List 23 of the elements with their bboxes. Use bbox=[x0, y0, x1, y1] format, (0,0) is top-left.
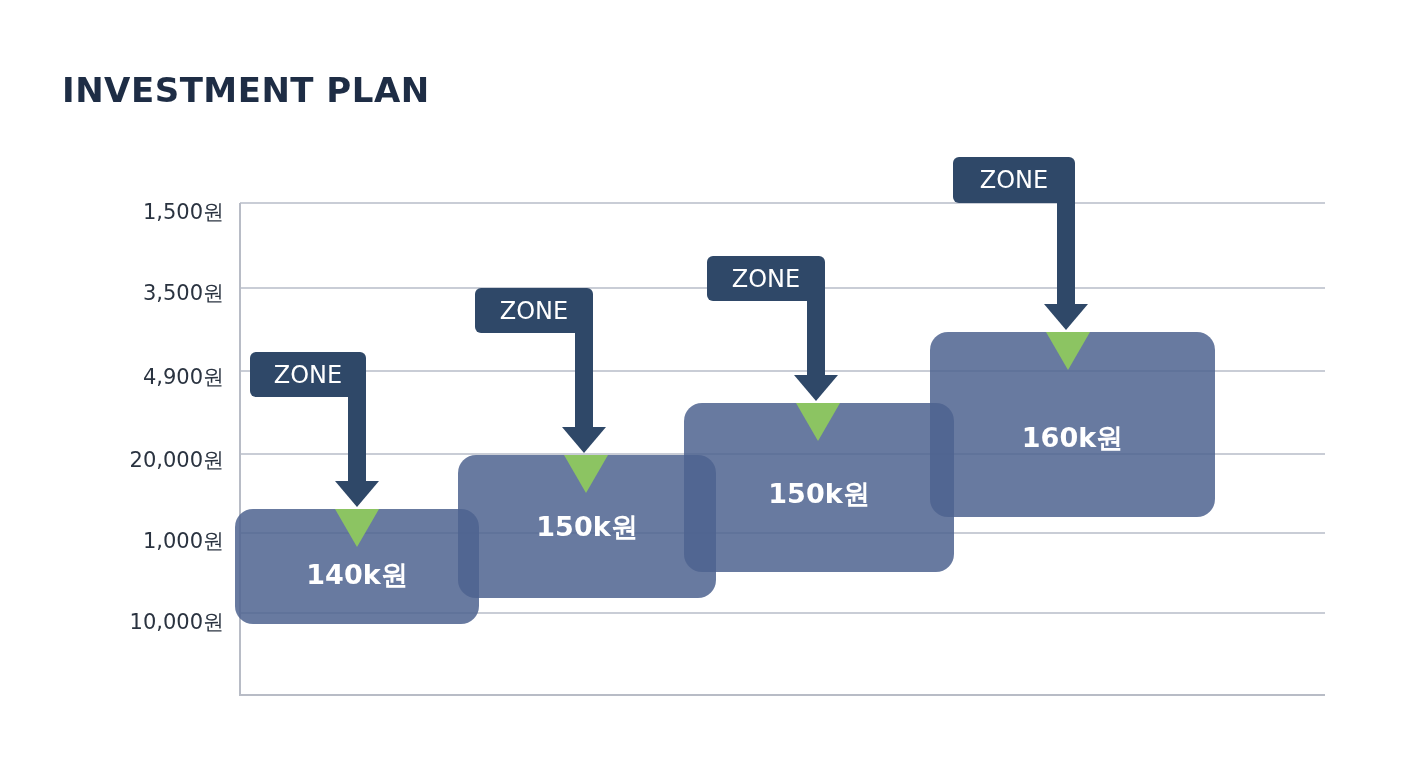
axis-label: 1,500원 bbox=[141, 199, 224, 226]
arrow bbox=[1044, 197, 1088, 330]
axis-label: 1,000원 bbox=[141, 528, 224, 555]
zone-tag: ZONE bbox=[250, 352, 366, 397]
zone-tag: ZONE bbox=[953, 157, 1075, 203]
title: INVESTMENT PLAN bbox=[62, 70, 430, 110]
arrow bbox=[335, 391, 379, 507]
value-box bbox=[235, 509, 479, 624]
zone-tag: ZONE bbox=[475, 288, 593, 333]
zone-tag: ZONE bbox=[707, 256, 825, 301]
value-text: 150k원 bbox=[767, 477, 871, 511]
value-box bbox=[684, 403, 954, 572]
axis-label: 3,500원 bbox=[141, 280, 224, 307]
axis-label: 20,000원 bbox=[128, 447, 224, 474]
value-box bbox=[930, 332, 1215, 517]
value-box bbox=[458, 455, 716, 598]
axis-label: 4,900원 bbox=[141, 364, 224, 391]
arrow bbox=[562, 327, 606, 453]
value-text: 140k원 bbox=[305, 558, 409, 592]
arrow bbox=[794, 295, 838, 401]
axis-label: 10,000원 bbox=[128, 609, 224, 636]
value-text: 160k원 bbox=[1020, 421, 1125, 455]
value-text: 150k원 bbox=[535, 510, 639, 544]
